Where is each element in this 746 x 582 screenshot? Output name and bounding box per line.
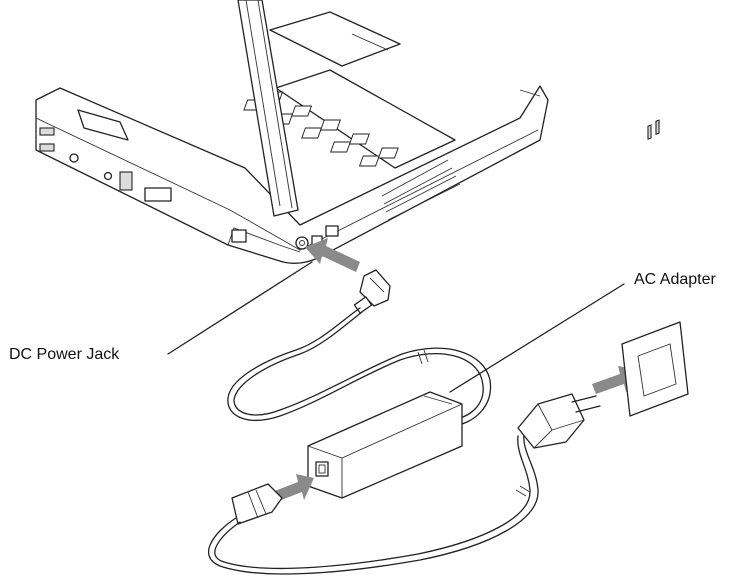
port <box>325 225 339 237</box>
dc-jack-port <box>295 236 309 250</box>
vent <box>119 171 133 191</box>
dc-power-jack-label: DC Power Jack <box>9 346 120 363</box>
hinge <box>77 109 129 141</box>
keyboard-deck <box>275 69 456 169</box>
dc-cable <box>227 307 484 421</box>
ac-adapter-leader-line <box>449 283 625 393</box>
arrow-icon <box>305 238 360 272</box>
ac-cord-plug-icon <box>231 483 283 525</box>
ac-adapter-brick-icon <box>307 391 463 499</box>
audio-jack <box>69 153 79 163</box>
laptop-lid <box>237 0 299 217</box>
vent-grille <box>381 159 461 221</box>
dc-plug-icon <box>353 269 391 314</box>
lan-port <box>231 229 247 243</box>
ac-plug-icon <box>517 393 601 449</box>
ac-cord <box>208 433 539 575</box>
usb-port <box>39 127 55 136</box>
wall-outlet-icon <box>621 119 689 417</box>
adapter-inlet <box>315 461 329 477</box>
arrow-icon <box>272 474 314 502</box>
laptop-icon <box>35 0 549 264</box>
touchpad <box>269 11 401 67</box>
audio-jack <box>103 171 113 181</box>
usb-port <box>39 143 55 152</box>
dc-power-jack-leader-line <box>167 261 313 355</box>
ac-adapter-label: AC Adapter <box>634 271 716 288</box>
laptop-base <box>35 85 549 264</box>
vga-port <box>144 187 172 202</box>
